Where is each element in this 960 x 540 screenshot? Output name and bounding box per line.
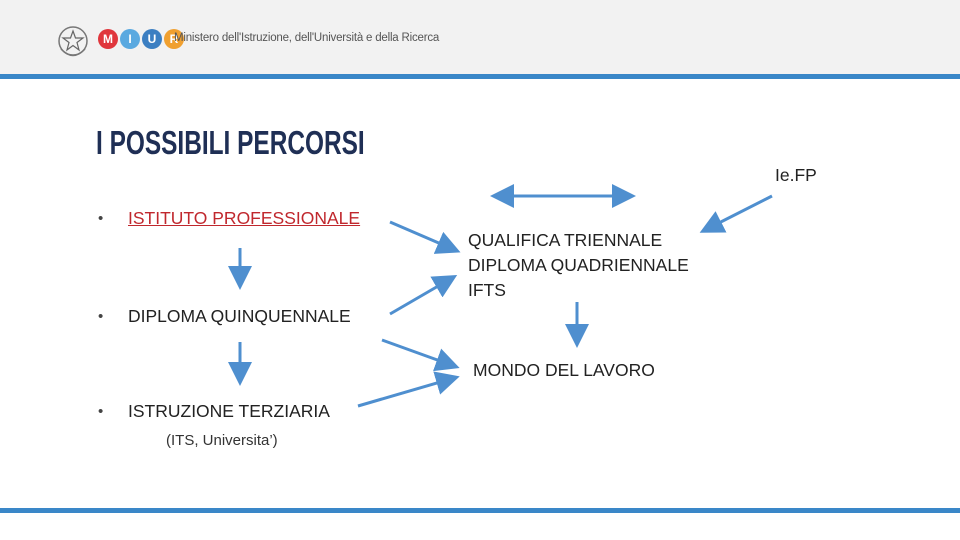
miur-logo-letter-i: I <box>120 29 140 49</box>
bullet-marker-2: • <box>98 308 104 325</box>
footer-divider <box>0 508 960 513</box>
bullet-diploma-quinquennale: DIPLOMA QUINQUENNALE <box>128 306 351 326</box>
miur-logo-letter-r: R <box>164 29 184 49</box>
republic-emblem-icon <box>58 26 88 57</box>
bullet-marker-1: • <box>98 210 104 227</box>
miur-logo-letter-u: U <box>142 29 162 49</box>
iefp-label: Ie.FP <box>775 165 817 185</box>
slide-title: I POSSIBILI PERCORSI <box>96 124 365 161</box>
bullet-istituto-professionale: ISTITUTO PROFESSIONALE <box>128 208 361 228</box>
outcome-diploma-quadriennale: DIPLOMA QUADRIENNALE <box>468 255 689 275</box>
miur-logo: M I U R <box>98 29 184 51</box>
mondo-del-lavoro: MONDO DEL LAVORO <box>473 360 655 380</box>
arrow-istituto-to-outcomes <box>389 220 461 254</box>
outcome-qualifica-triennale: QUALIFICA TRIENNALE <box>468 230 663 250</box>
bullet-istruzione-terziaria: ISTRUZIONE TERZIARIA <box>128 401 330 421</box>
bullet-marker-3: • <box>98 403 104 420</box>
outcome-ifts: IFTS <box>468 280 506 300</box>
arrow-iefp-to-outcomes <box>699 194 773 233</box>
arrow-diploma-to-lavoro <box>381 338 460 372</box>
arrow-terziaria-to-lavoro <box>357 371 460 408</box>
ministry-name: Ministero dell'Istruzione, dell'Universi… <box>174 32 440 44</box>
miur-logo-letter-m: M <box>98 29 118 49</box>
header-divider <box>0 74 960 79</box>
bullet-istruzione-terziaria-note: (ITS, Universita’) <box>166 432 278 449</box>
arrow-diploma-to-outcomes <box>389 274 458 316</box>
